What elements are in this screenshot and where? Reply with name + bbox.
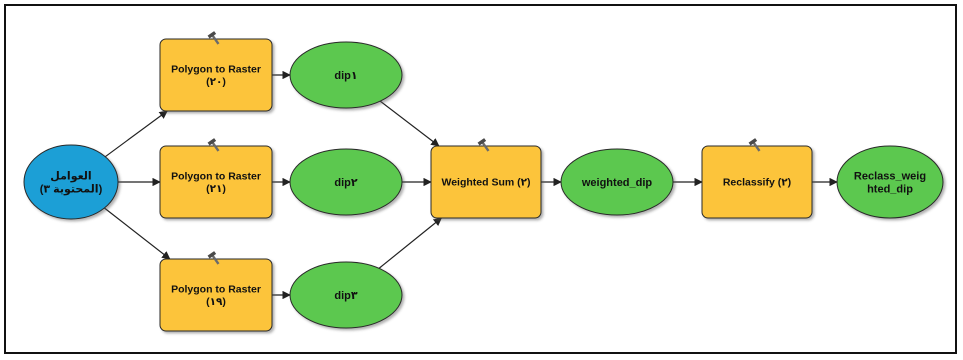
data-shape bbox=[836, 145, 944, 219]
node-label-line: Polygon to Raster bbox=[171, 283, 261, 295]
input-shape bbox=[23, 144, 119, 220]
node-reclassify[interactable]: Reclassify (٢) bbox=[701, 138, 813, 219]
node-label-line: Polygon to Raster bbox=[171, 170, 261, 182]
node-p2r-2[interactable]: Polygon to Raster(٢١) bbox=[159, 138, 273, 219]
node-label-line: Polygon to Raster bbox=[171, 63, 261, 75]
hammer-icon bbox=[207, 251, 220, 265]
node-label-line: dip٣ bbox=[334, 290, 357, 302]
node-label-line: (٢١) bbox=[206, 183, 226, 195]
node-label-line: Reclass_weig bbox=[854, 170, 926, 182]
hammer-icon bbox=[748, 138, 761, 152]
node-label-line: dip٢ bbox=[334, 177, 357, 189]
data-shape bbox=[289, 148, 403, 216]
connector-input-to-p2r-3 bbox=[104, 207, 171, 260]
node-label-line: dip١ bbox=[334, 70, 357, 82]
connectors bbox=[104, 70, 838, 300]
node-label-line: (٢٠) bbox=[206, 76, 226, 88]
node-dip3[interactable]: dip٣ bbox=[289, 261, 403, 329]
node-dip2[interactable]: dip٢ bbox=[289, 148, 403, 216]
data-shape bbox=[289, 261, 403, 329]
hammer-icon bbox=[207, 31, 220, 45]
node-label-line: (المحتوية ٣) bbox=[40, 183, 103, 195]
data-shape bbox=[289, 41, 403, 109]
data-shape bbox=[560, 148, 674, 216]
node-dip1[interactable]: dip١ bbox=[289, 41, 403, 109]
connector-dip1-to-wsum bbox=[379, 100, 440, 147]
node-input[interactable]: العوامل(المحتوية ٣) bbox=[23, 144, 119, 220]
node-label-line: العوامل bbox=[50, 170, 91, 182]
connector-input-to-p2r-1 bbox=[104, 110, 168, 158]
node-label-line: weighted_dip bbox=[581, 177, 653, 189]
node-reclass-out[interactable]: Reclass_weighted_dip bbox=[836, 145, 944, 219]
node-label-line: (١٩) bbox=[206, 296, 226, 308]
connector-dip3-to-wsum bbox=[378, 217, 443, 269]
node-p2r-3[interactable]: Polygon to Raster(١٩) bbox=[159, 251, 273, 332]
node-label-line: Reclassify (٢) bbox=[723, 177, 791, 189]
hammer-icon bbox=[207, 138, 220, 152]
nodes: العوامل(المحتوية ٣)Polygon to Raster(٢٠)… bbox=[23, 31, 944, 332]
node-wsum[interactable]: Weighted Sum (٢) bbox=[430, 138, 542, 219]
node-p2r-1[interactable]: Polygon to Raster(٢٠) bbox=[159, 31, 273, 112]
node-label-line: Weighted Sum (٢) bbox=[441, 177, 530, 189]
hammer-icon bbox=[477, 138, 490, 152]
node-label-line: hted_dip bbox=[867, 183, 913, 195]
node-weighted-dip[interactable]: weighted_dip bbox=[560, 148, 674, 216]
